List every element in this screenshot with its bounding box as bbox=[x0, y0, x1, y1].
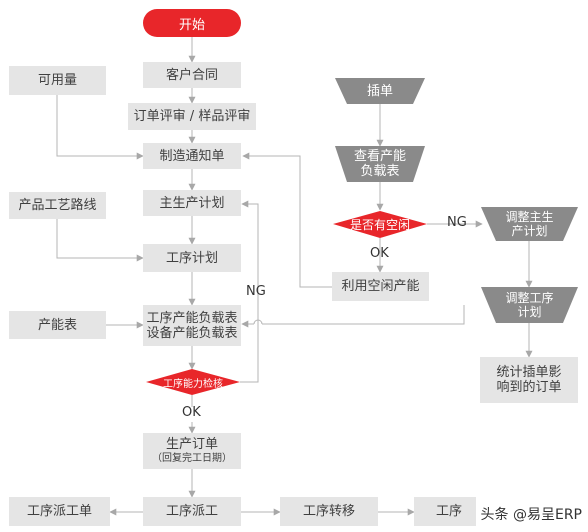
view-load-node: 查看产能 负载表 bbox=[335, 146, 425, 182]
adjust-master-line1: 调整主生 bbox=[505, 210, 554, 224]
adjust-process-line1: 调整工序 bbox=[505, 291, 554, 305]
transfer-node: 工序转移 bbox=[280, 497, 378, 526]
process-plan-node: 工序计划 bbox=[143, 244, 241, 272]
adjust-process-node: 调整工序 计划 bbox=[481, 287, 578, 323]
stats-node: 统计插单影 响到的订单 bbox=[480, 357, 578, 403]
load-table-line2: 设备产能负载表 bbox=[146, 325, 238, 341]
stats-line2: 响到的订单 bbox=[496, 380, 562, 395]
idle-check-label: 是否有空闲 bbox=[349, 218, 410, 232]
adjust-master-node: 调整主生 产计划 bbox=[481, 207, 578, 241]
load-table-line1: 工序产能负载表 bbox=[146, 310, 238, 326]
ok-label-left: OK bbox=[182, 405, 201, 420]
ok-label-right: OK bbox=[370, 246, 389, 261]
use-idle-node: 利用空闲产能 bbox=[332, 272, 429, 301]
adjust-process-line2: 计划 bbox=[517, 305, 542, 319]
view-load-line2: 负载表 bbox=[360, 164, 400, 179]
capacity-check-diamond bbox=[146, 369, 240, 395]
manufacturing-notice-node: 制造通知单 bbox=[143, 143, 241, 169]
ng-label-right: NG bbox=[447, 215, 467, 230]
product-route-node: 产品工艺路线 bbox=[9, 192, 106, 219]
production-order-line2: （回复完工日期） bbox=[152, 453, 232, 464]
master-plan-node: 主生产计划 bbox=[143, 190, 241, 216]
watermark: 头条 @易呈ERP bbox=[480, 507, 582, 523]
capacity-check-label: 工序能力检核 bbox=[163, 378, 223, 390]
idle-check-diamond bbox=[333, 211, 427, 238]
last-process-node: 工序 bbox=[414, 497, 476, 526]
order-review-node: 订单评审 / 样品评审 bbox=[128, 103, 256, 130]
insert-order-shape bbox=[335, 78, 425, 104]
customer-contract-node: 客户合同 bbox=[143, 62, 241, 88]
view-load-shape bbox=[335, 146, 425, 182]
adjust-process-shape bbox=[481, 287, 578, 323]
available-qty-node: 可用量 bbox=[9, 66, 106, 95]
production-order-node: 生产订单 （回复完工日期） bbox=[143, 433, 241, 469]
dispatch-sheet-node: 工序派工单 bbox=[9, 497, 110, 526]
insert-order-node: 插单 bbox=[366, 83, 393, 99]
stats-line1: 统计插单影 bbox=[496, 365, 562, 380]
start-node: 开始 bbox=[143, 9, 241, 37]
capacity-table-node: 产能表 bbox=[9, 311, 106, 339]
ng-label-left: NG bbox=[246, 284, 266, 299]
view-load-line1: 查看产能 bbox=[353, 149, 406, 164]
production-order-line1: 生产订单 bbox=[165, 437, 218, 452]
adjust-master-line2: 产计划 bbox=[511, 224, 548, 238]
dispatch-node: 工序派工 bbox=[143, 497, 241, 526]
load-table-node: 工序产能负载表 设备产能负载表 bbox=[143, 305, 241, 346]
adjust-master-shape bbox=[481, 207, 578, 241]
